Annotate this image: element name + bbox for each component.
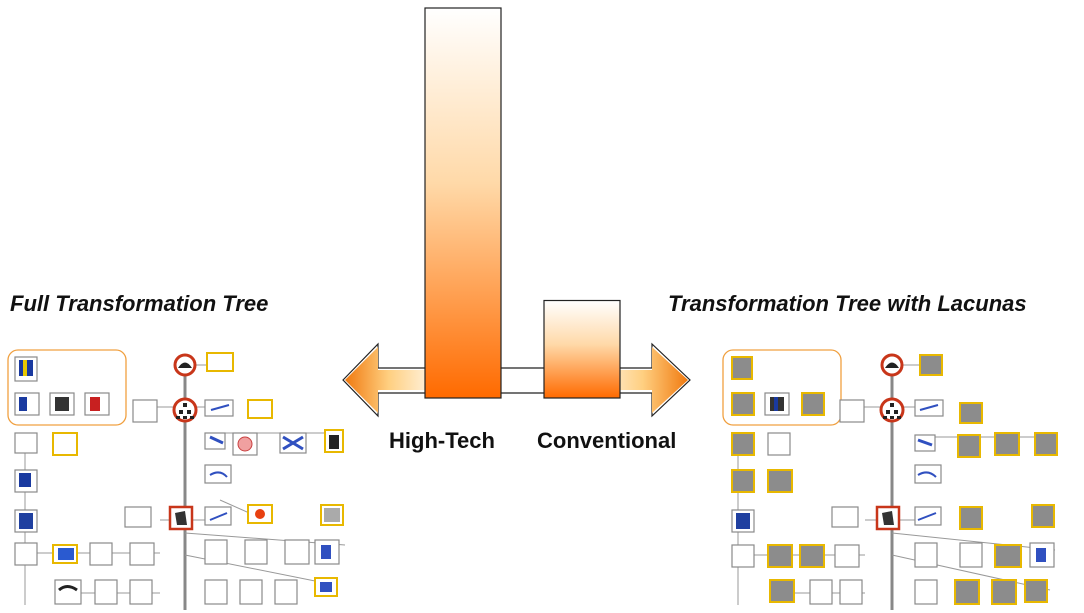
lacuna-transformation-tree <box>722 349 1058 610</box>
left-panel-title: Full Transformation Tree <box>10 291 269 316</box>
double-arrow <box>342 342 691 418</box>
hierarchy-hub-icon <box>172 397 198 423</box>
bar-high-tech <box>424 7 502 399</box>
full-transformation-tree <box>7 349 346 610</box>
axis-label-high-tech: High-Tech <box>389 428 495 453</box>
right-panel-title: Transformation Tree with Lacunas <box>668 291 1027 316</box>
technology-bar-chart <box>342 7 691 418</box>
axis-label-conventional: Conventional <box>537 428 677 453</box>
bar-conventional <box>543 299 621 399</box>
